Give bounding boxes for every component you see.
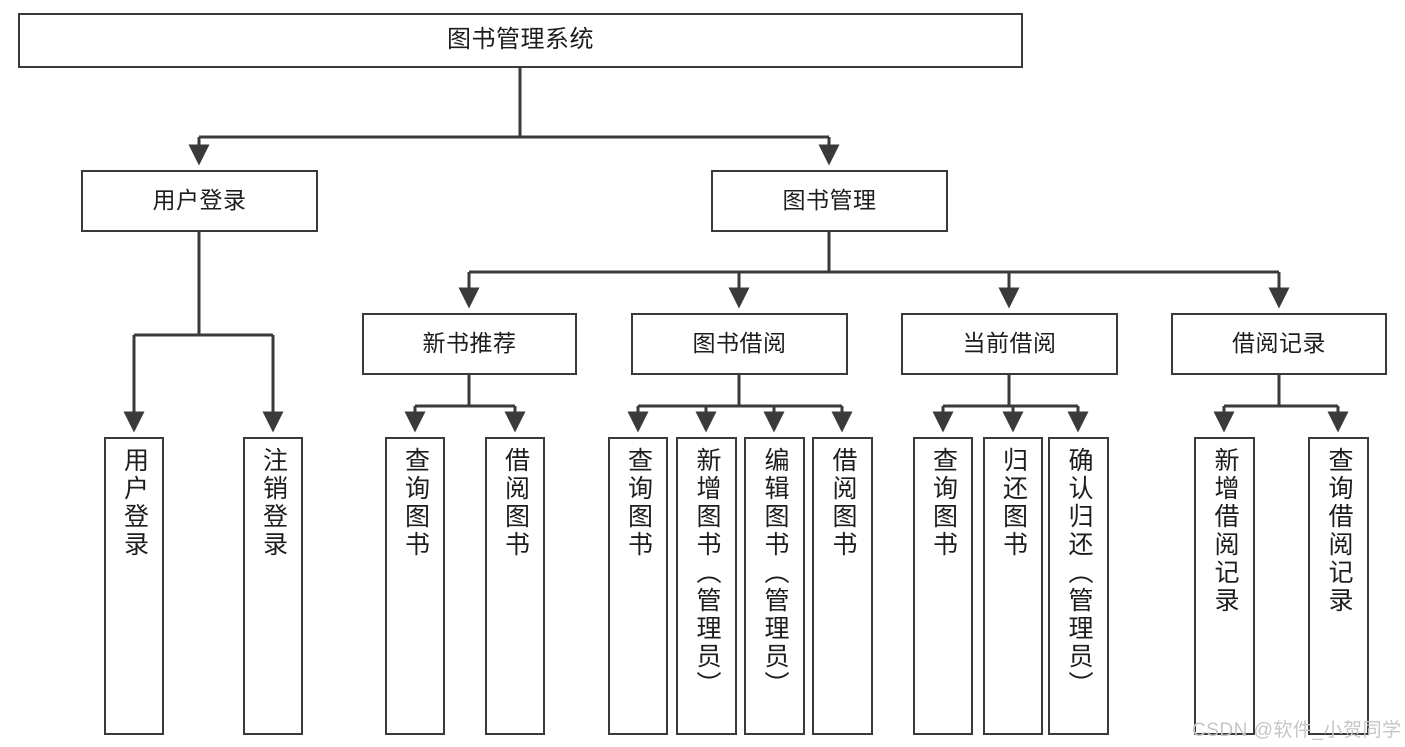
node-root[interactable]: 图书管理系统 bbox=[18, 13, 1023, 68]
node-current-borrow[interactable]: 当前借阅 bbox=[901, 313, 1118, 375]
node-leaf-query-record[interactable]: 查询借阅记录 bbox=[1308, 437, 1369, 735]
node-user-login-label: 用户登录 bbox=[152, 187, 247, 214]
node-new-book-recommend-label: 新书推荐 bbox=[422, 330, 517, 357]
node-leaf-user-login-label: 用户登录 bbox=[120, 447, 149, 559]
node-leaf-edit-book-label: 编辑图书（管理员） bbox=[761, 447, 789, 699]
node-leaf-query-book-rec-label: 查询图书 bbox=[401, 447, 430, 559]
node-leaf-edit-book[interactable]: 编辑图书（管理员） bbox=[744, 437, 805, 735]
node-leaf-logout[interactable]: 注销登录 bbox=[243, 437, 303, 735]
node-book-borrow[interactable]: 图书借阅 bbox=[631, 313, 848, 375]
node-leaf-add-book[interactable]: 新增图书（管理员） bbox=[676, 437, 737, 735]
node-leaf-borrow-book-rec[interactable]: 借阅图书 bbox=[485, 437, 545, 735]
node-leaf-confirm-return-label: 确认归还（管理员） bbox=[1065, 447, 1093, 699]
node-user-login[interactable]: 用户登录 bbox=[81, 170, 318, 232]
node-leaf-query-book-cb-label: 查询图书 bbox=[929, 447, 958, 559]
node-leaf-query-book-cb[interactable]: 查询图书 bbox=[913, 437, 973, 735]
node-borrow-record-label: 借阅记录 bbox=[1232, 330, 1326, 357]
node-leaf-query-book-bb[interactable]: 查询图书 bbox=[608, 437, 668, 735]
node-leaf-borrow-book-bb-label: 借阅图书 bbox=[829, 447, 857, 559]
node-leaf-query-record-label: 查询借阅记录 bbox=[1325, 447, 1353, 615]
node-leaf-borrow-book-rec-label: 借阅图书 bbox=[501, 447, 530, 559]
node-leaf-logout-label: 注销登录 bbox=[259, 447, 288, 559]
node-new-book-recommend[interactable]: 新书推荐 bbox=[362, 313, 577, 375]
node-current-borrow-label: 当前借阅 bbox=[962, 330, 1057, 357]
node-leaf-confirm-return[interactable]: 确认归还（管理员） bbox=[1048, 437, 1109, 735]
node-leaf-query-book-bb-label: 查询图书 bbox=[624, 447, 653, 559]
node-borrow-record[interactable]: 借阅记录 bbox=[1171, 313, 1387, 375]
node-leaf-add-book-label: 新增图书（管理员） bbox=[693, 447, 721, 699]
node-book-borrow-label: 图书借阅 bbox=[692, 330, 787, 357]
node-leaf-return-book[interactable]: 归还图书 bbox=[983, 437, 1043, 735]
node-leaf-borrow-book-bb[interactable]: 借阅图书 bbox=[812, 437, 873, 735]
node-leaf-query-book-rec[interactable]: 查询图书 bbox=[385, 437, 445, 735]
node-root-label: 图书管理系统 bbox=[447, 26, 594, 54]
node-leaf-add-record[interactable]: 新增借阅记录 bbox=[1194, 437, 1255, 735]
node-leaf-user-login[interactable]: 用户登录 bbox=[104, 437, 164, 735]
node-book-manage[interactable]: 图书管理 bbox=[711, 170, 948, 232]
node-book-manage-label: 图书管理 bbox=[782, 187, 877, 214]
node-leaf-add-record-label: 新增借阅记录 bbox=[1211, 447, 1239, 615]
node-leaf-return-book-label: 归还图书 bbox=[999, 447, 1028, 559]
